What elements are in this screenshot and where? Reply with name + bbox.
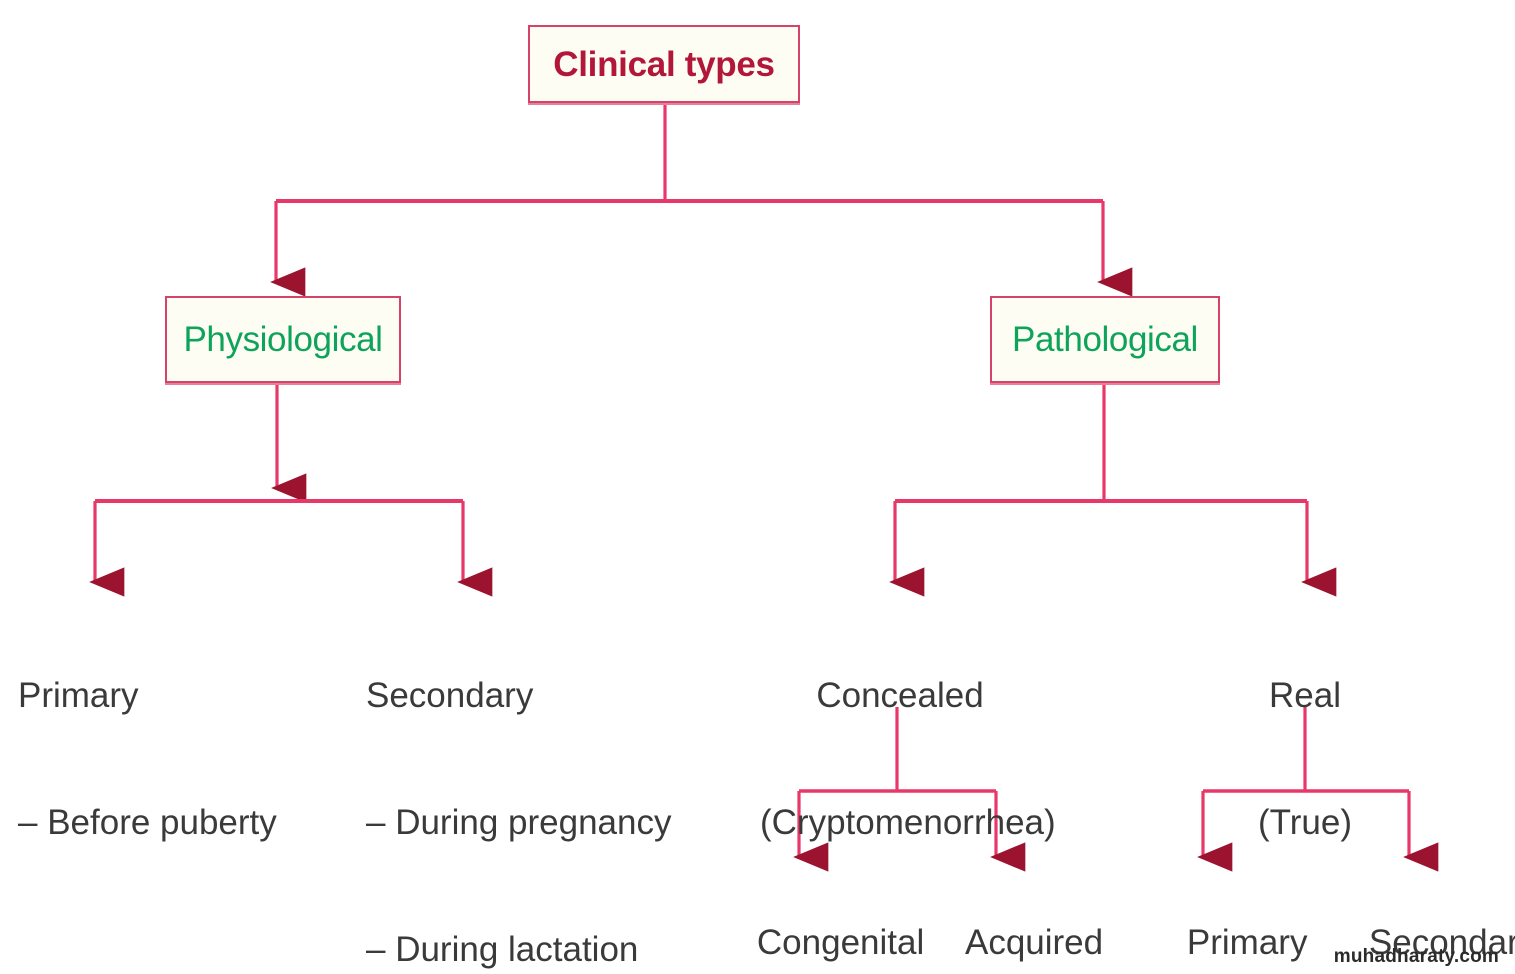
node-pathological-label: Pathological: [1012, 320, 1198, 359]
node-pathological: Pathological: [990, 296, 1220, 383]
node-acquired: Acquired: [928, 880, 1103, 974]
node-primary-real: Primary: [1148, 880, 1308, 974]
node-secondary-physiological-detail-1: – During pregnancy: [366, 802, 672, 842]
node-secondary-real: Secondary: [1330, 880, 1515, 974]
node-primary-physiological-label: Primary: [18, 675, 139, 715]
node-secondary-physiological-detail-2: – During lactation: [366, 929, 639, 969]
node-real: Real (True): [1205, 590, 1405, 929]
node-primary-physiological: Primary – Before puberty: [18, 590, 277, 929]
node-secondary-physiological-label: Secondary: [366, 675, 534, 715]
node-physiological: Physiological: [165, 296, 401, 383]
node-congenital-label: Congenital: [756, 923, 925, 963]
watermark-text: muhadharaty.com: [1333, 946, 1499, 967]
node-secondary-physiological: Secondary – During pregnancy – During la…: [366, 590, 671, 974]
node-congenital: Congenital: [718, 880, 924, 974]
node-concealed: Concealed (Cryptomenorrhea): [760, 590, 1056, 929]
node-primary-physiological-detail: – Before puberty: [18, 802, 277, 842]
node-physiological-label: Physiological: [183, 320, 383, 359]
node-acquired-label: Acquired: [964, 923, 1104, 963]
node-secondary-real-label: Secondary: [1368, 923, 1515, 963]
node-clinical-types: Clinical types: [528, 25, 800, 103]
node-real-label: Real: [1269, 675, 1341, 715]
watermark: muhadharaty.com: [1334, 946, 1499, 968]
node-concealed-label: Concealed: [816, 675, 984, 715]
node-real-sublabel: (True): [1258, 802, 1352, 842]
node-concealed-sublabel: (Cryptomenorrhea): [760, 802, 1056, 842]
node-clinical-types-label: Clinical types: [553, 44, 775, 84]
node-primary-real-label: Primary: [1186, 923, 1308, 963]
